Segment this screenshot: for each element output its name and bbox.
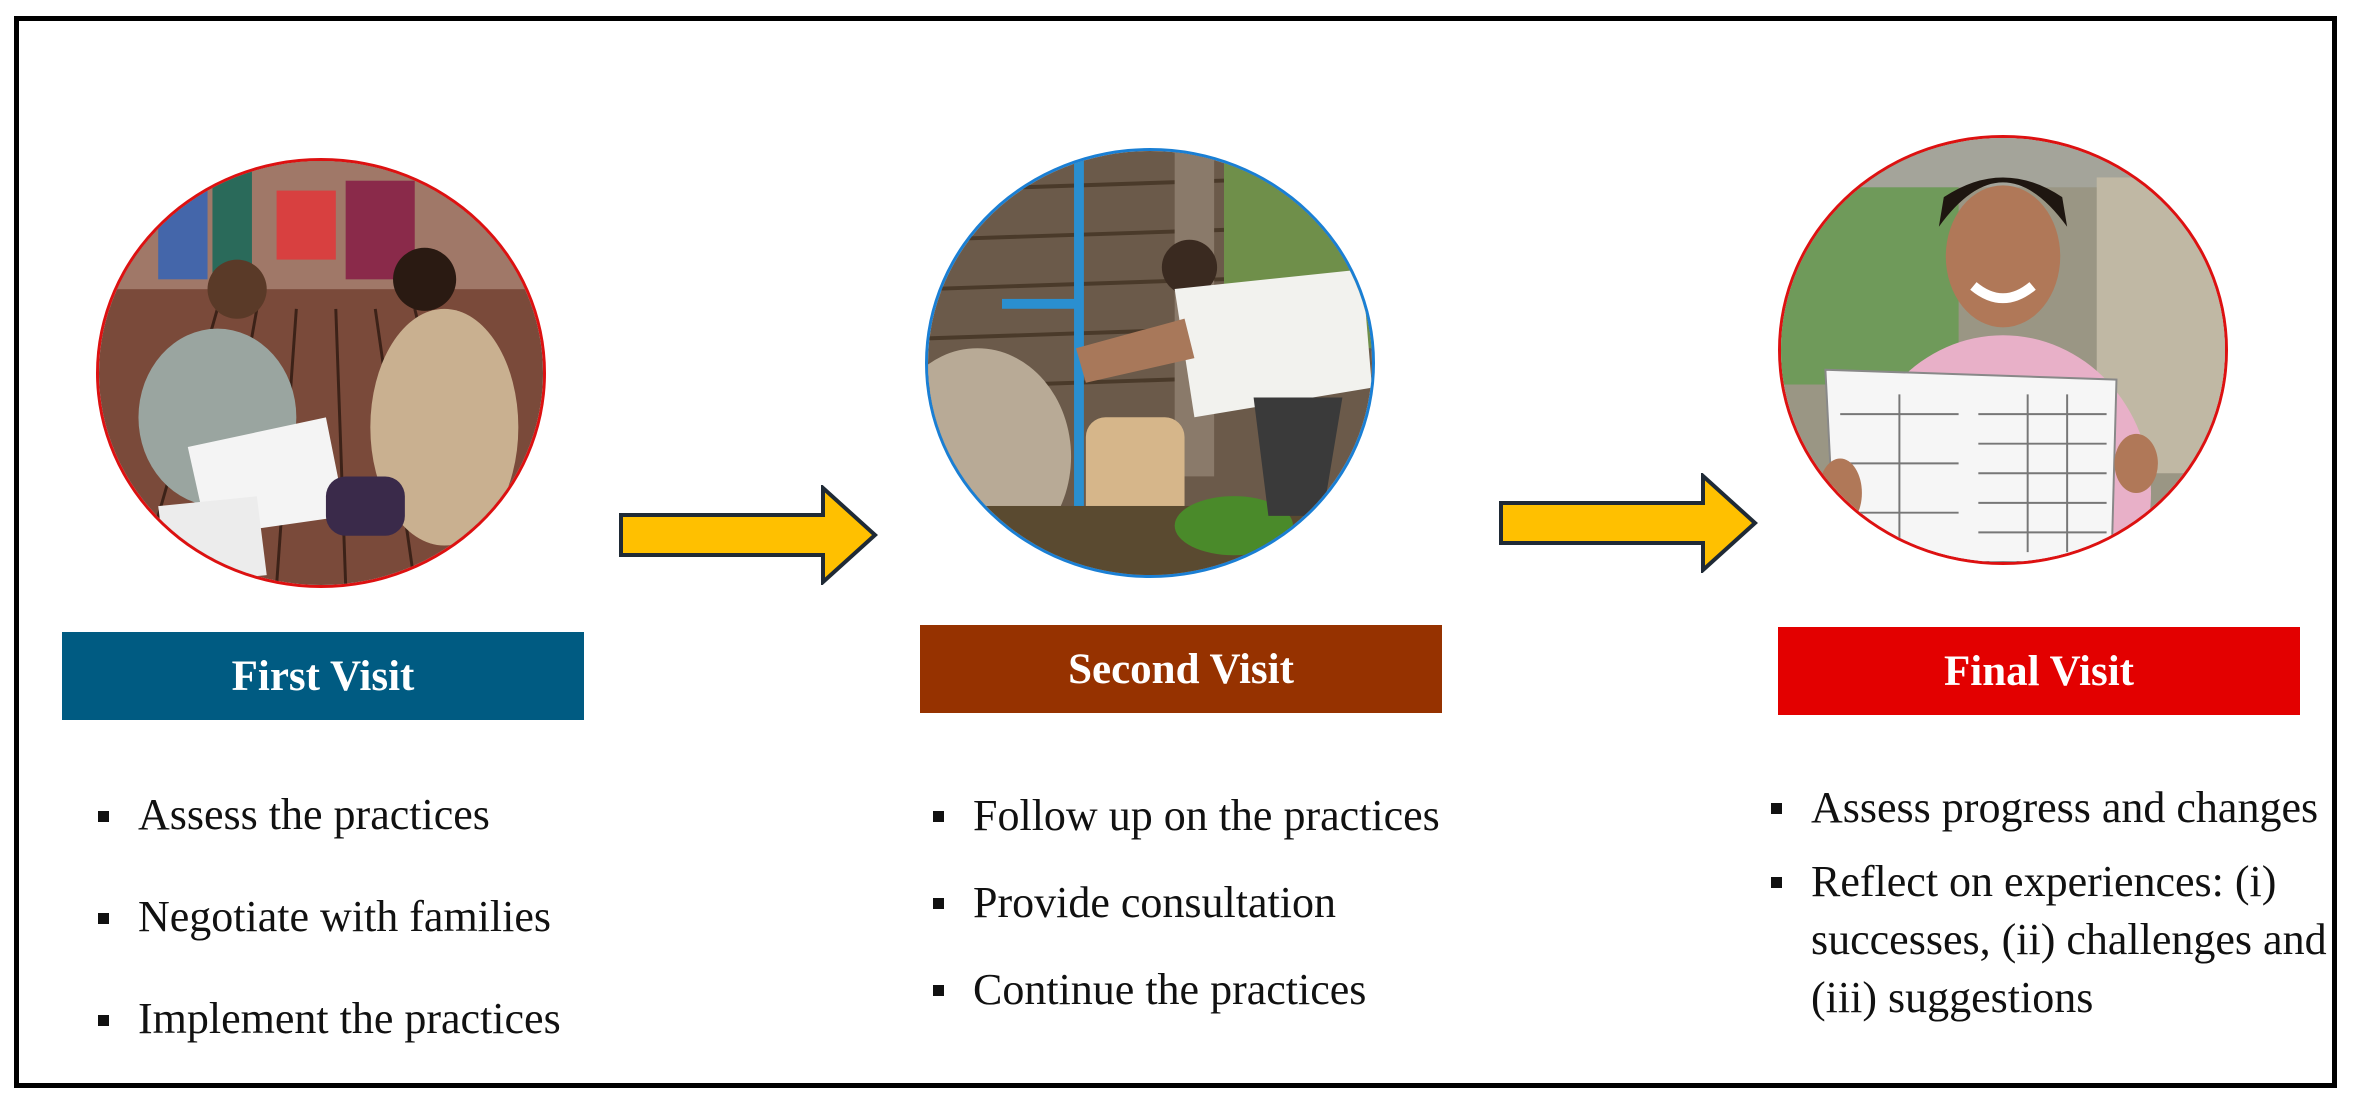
arrow-right-icon: [619, 485, 878, 585]
list-item: Continue the practices: [915, 961, 1615, 1048]
second-visit-photo: [925, 148, 1375, 578]
list-item: Assess the practices: [80, 785, 680, 887]
list-item: Provide consultation: [915, 874, 1615, 961]
list-item: Assess progress and changes: [1753, 779, 2353, 837]
final-visit-photo: [1778, 135, 2228, 565]
arrow-right-icon: [1499, 473, 1758, 573]
first-visit-photo: [96, 158, 546, 588]
list-item: Follow up on the practices: [915, 787, 1615, 874]
list-item: Implement the practices: [80, 989, 680, 1091]
list-item: Negotiate with families: [80, 887, 680, 989]
second-visit-bullets: Follow up on the practices Provide consu…: [915, 787, 1615, 1048]
second-visit-label: Second Visit: [920, 625, 1442, 713]
first-visit-label: First Visit: [62, 632, 584, 720]
first-visit-bullets: Assess the practices Negotiate with fami…: [80, 785, 680, 1091]
final-visit-label: Final Visit: [1778, 627, 2300, 715]
list-item: Reflect on experiences: (i) successes, (…: [1753, 853, 2353, 1027]
final-visit-bullets: Assess progress and changes Reflect on e…: [1753, 779, 2353, 1043]
